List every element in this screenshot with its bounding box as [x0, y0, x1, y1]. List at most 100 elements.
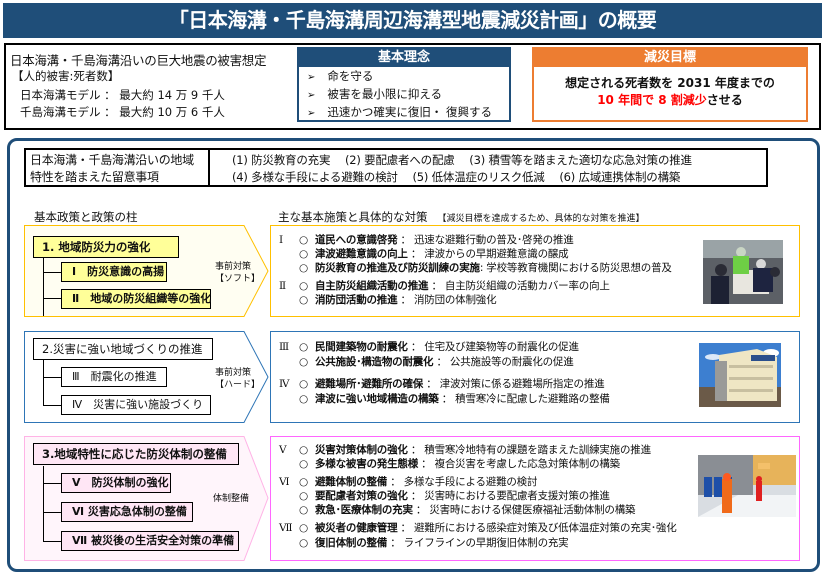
measure-row: Ⅵ○避難体制の整備 ： 多様な手段による避難の検討: [279, 474, 537, 489]
group1-tag-line-2: 【ソフト】: [215, 274, 261, 284]
disaster-education-photo: [703, 240, 783, 304]
measure-detail: ： 避難所における感染症対策及び低体温症対策の充実･強化: [397, 522, 677, 534]
measure-row: ○要配慮者対策の強化 ： 災害時における要配慮者支援対策の推進: [279, 488, 610, 503]
group3-chevron-frame: [24, 436, 269, 561]
snow-rescue-photo: [698, 455, 796, 517]
measure-detail: ： 津波対策に係る避難場所指定の推進: [423, 378, 605, 390]
group2-tree-branch: [43, 377, 61, 378]
measure-detail: ： 複合災害を考慮した応急対策体制の構築: [418, 458, 620, 470]
measure-title: 被災者の健康管理: [315, 522, 398, 534]
measure-row: Ⅰ○道民への意識啓発 ： 迅速な避難行動の普及･啓発の推進: [279, 232, 574, 247]
measure-detail: ： 迅速な避難行動の普及･啓発の推進: [397, 234, 574, 246]
mitigation-goal-text: 想定される死者数を 2031 年度までの 10 年間で 8 割減少させる: [534, 67, 806, 109]
group1-tag: 事前対策【ソフト】: [215, 261, 260, 285]
policy-1-label: 1. 地域防災力の強化: [33, 236, 179, 258]
goal-line-2-rest: させる: [706, 93, 743, 107]
bullet-circle-icon: ○: [299, 458, 308, 470]
damage-line-kuril-trench: 千島海溝モデル ： 最大約 10 万 6 千人: [20, 105, 225, 119]
philosophy-item: 命を守る: [307, 68, 509, 86]
regional-notes-items: (1) 防災教育の充実 (2) 要配慮者への配慮 (3) 積雪等を踏まえた適切な…: [210, 150, 692, 185]
goal-highlight: 10 年間で 8 割減少: [597, 93, 707, 107]
measure-title: 公共施設･構造物の耐震化: [315, 356, 434, 368]
measure-title: 災害対策体制の強化: [315, 444, 408, 456]
pillar-5-label: Ⅴ 防災体制の強化: [61, 473, 171, 493]
measure-number: Ⅳ: [279, 378, 290, 390]
group2-tag-line-2: 【ハード】: [215, 380, 261, 390]
measure-detail: ： 公共施設等の耐震化の促進: [433, 356, 574, 368]
policy-2-label: 2.災害に強い地域づくりの推進: [33, 338, 213, 360]
group1-tree-branch: [43, 298, 61, 299]
regional-notes-label: 日本海溝・千島海溝沿いの地域 特性を踏まえた留意事項: [26, 150, 210, 185]
measure-detail: ： 津波からの早期避難意識の醸成: [407, 248, 569, 260]
measure-row: ○公共施設･構造物の耐震化 ： 公共施設等の耐震化の促進: [279, 354, 574, 369]
group2-tag-line-1: 事前対策: [215, 368, 252, 378]
notes-row-1: (1) 防災教育の充実 (2) 要配慮者への配慮 (3) 積雪等を踏まえた適切な…: [232, 153, 692, 167]
measure-row: Ⅴ○災害対策体制の強化 ： 積雪寒冷地特有の課題を踏まえた訓練実施の推進: [279, 442, 651, 457]
measure-row: ○津波避難意識の向上 ： 津波からの早期避難意識の醸成: [279, 246, 569, 261]
group2-tree-branch: [43, 405, 61, 406]
bullet-circle-icon: ○: [299, 248, 308, 260]
mitigation-goal-box: 減災目標 想定される死者数を 2031 年度までの 10 年間で 8 割減少させ…: [532, 47, 808, 122]
measure-number: Ⅶ: [279, 522, 293, 534]
damage-estimate-subtitle: 【人的被害:死者数】: [12, 69, 120, 83]
mitigation-goal-heading: 減災目標: [534, 49, 806, 67]
measure-row: ○復旧体制の整備 ： ライフラインの早期復旧体制の充実: [279, 535, 569, 550]
measure-title: 多様な被害の発生態様: [315, 458, 418, 470]
group3-tree-branch: [43, 512, 61, 513]
measure-row: ○ 多様な被害の発生態様 ： 複合災害を考慮した応急対策体制の構築: [279, 456, 620, 471]
measure-title: 避難場所･避難所の確保: [315, 378, 424, 390]
measure-detail: ： 災害時における要配慮者支援対策の推進: [407, 490, 610, 502]
measure-title: 自主防災組織活動の推進: [315, 280, 429, 292]
group2-tree-line: [43, 359, 44, 406]
measure-row: Ⅱ○自主防災組織活動の推進 ： 自主防災組織の活動カバー率の向上: [279, 278, 610, 293]
measure-detail: ： 積雪寒冷地特有の課題を踏まえた訓練実施の推進: [407, 444, 651, 456]
measure-row: ○防災教育の推進及び防災訓練の実施: 学校等教育機関における防災思想の普及: [279, 260, 672, 275]
measure-title: 民間建築物の耐震化: [315, 341, 408, 353]
measure-row: Ⅲ○民間建築物の耐震化 ： 住宅及び建築物等の耐震化の促進: [279, 339, 579, 354]
measure-row: Ⅳ ○ 避難場所･避難所の確保 ： 津波対策に係る避難場所指定の推進: [279, 376, 605, 391]
group1-tree-line: [43, 258, 44, 316]
measure-detail: : 学校等教育機関における防災思想の普及: [479, 262, 672, 274]
regional-notes-box: 日本海溝・千島海溝沿いの地域 特性を踏まえた留意事項 (1) 防災教育の充実 (…: [24, 148, 768, 187]
measure-title: 防災教育の推進及び防災訓練の実施: [315, 262, 480, 274]
pillar-3-label: Ⅲ 耐震化の推進: [61, 367, 167, 387]
philosophy-item: 迅速かつ確実に復旧・ 復興する: [307, 104, 509, 122]
measure-title: 避難体制の整備: [315, 476, 388, 488]
basic-philosophy-box: 基本理念 命を守る 被害を最小限に抑える 迅速かつ確実に復旧・ 復興する: [297, 47, 511, 122]
measure-detail: ： 消防団の体制強化: [397, 294, 497, 306]
bullet-circle-icon: ○: [299, 476, 308, 488]
measure-number: Ⅲ: [279, 341, 289, 353]
group1-measures-box: Ⅰ○道民への意識啓発 ： 迅速な避難行動の普及･啓発の推進 ○津波避難意識の向上…: [270, 225, 800, 317]
main-plan-frame: [7, 138, 820, 572]
group1-tree-branch: [43, 272, 61, 273]
pillar-2-label: Ⅱ 地域の防災組織等の強化: [61, 289, 211, 309]
measures-column-header: 主な基本施策と具体的な対策【減災目標を達成するため、具体的な対策を推進】: [278, 209, 645, 225]
pillar-1-label: Ⅰ 防災意識の高揚: [61, 262, 167, 282]
pillar-6-label: Ⅵ 災害応急体制の整備: [61, 502, 193, 522]
goal-line-2: 10 年間で 8 割減少させる: [534, 92, 806, 109]
notes-label-line-1: 日本海溝・千島海溝沿いの地域: [30, 153, 194, 167]
bullet-circle-icon: ○: [299, 490, 308, 502]
goal-line-1: 想定される死者数を 2031 年度までの: [565, 76, 775, 90]
measure-detail: ： 自主防災組織の活動カバー率の向上: [428, 280, 610, 292]
evacuation-building-photo: [699, 343, 781, 407]
measure-title: 道民への意識啓発: [315, 234, 398, 246]
group3-tree-branch: [43, 483, 61, 484]
measures-header-text: 主な基本施策と具体的な対策: [278, 210, 428, 224]
pillar-7-label: Ⅶ 被災後の生活安全対策の準備: [61, 531, 239, 551]
measure-detail: ： 災害時における保健医療福祉活動体制の構築: [412, 504, 636, 516]
pillar-4-label: Ⅳ 災害に強い施設づくり: [61, 395, 211, 415]
measure-number: Ⅰ: [279, 234, 283, 246]
measure-number: Ⅱ: [279, 280, 286, 292]
basic-philosophy-heading: 基本理念: [299, 49, 509, 67]
measure-detail: ： 多様な手段による避難の検討: [387, 476, 538, 488]
bullet-circle-icon: ○: [299, 378, 308, 390]
measures-header-note: 【減災目標を達成するため、具体的な対策を推進】: [437, 214, 645, 224]
bullet-circle-icon: ○: [299, 522, 308, 534]
measure-detail: ： 積雪寒冷に配慮した避難路の整備: [438, 393, 610, 405]
notes-label-line-2: 特性を踏まえた留意事項: [30, 170, 159, 184]
page-title: 「日本海溝・千島海溝周辺海溝型地震減災計画」の概要: [3, 3, 822, 38]
bullet-circle-icon: ○: [299, 537, 308, 549]
group1-tag-line-1: 事前対策: [215, 262, 252, 272]
group2-tag: 事前対策【ハード】: [215, 367, 260, 391]
